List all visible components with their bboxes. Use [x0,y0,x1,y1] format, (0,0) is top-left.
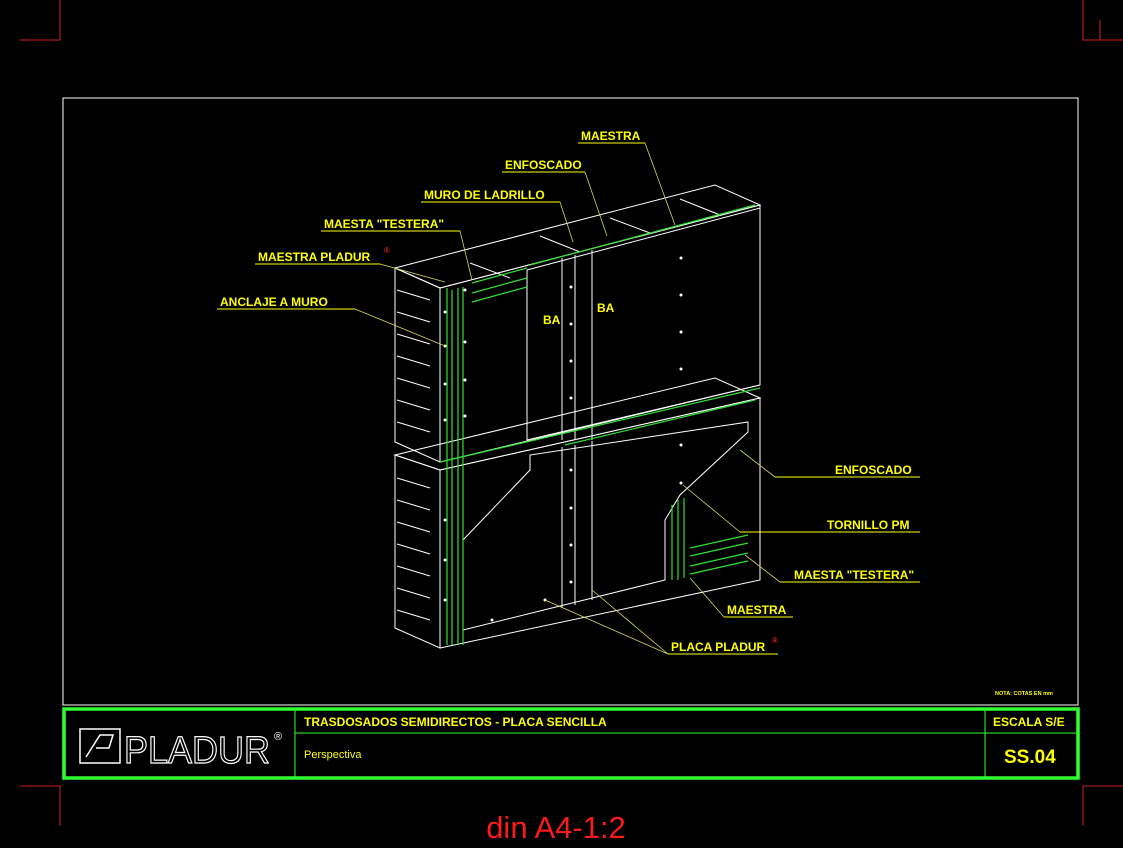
sheet-format-label: din A4-1:2 [486,810,626,845]
label-maestra-right: MAESTRA [727,603,787,617]
label-maesta-testera: MAESTA "TESTERA" [324,217,444,231]
sheet-corner-marks [20,0,1123,826]
label-placa-pladur: PLACA PLADUR [671,640,766,654]
svg-text:®: ® [274,731,282,743]
label-tornillo-pm: TORNILLO PM [827,518,909,532]
title-block: PLADUR ® TRASDOSADOS SEMIDIRECTOS - PLAC… [62,707,1080,780]
registered-mark: ® [772,636,778,645]
drawing-title: TRASDOSADOS SEMIDIRECTOS - PLACA SENCILL… [304,715,607,729]
registered-mark: ® [384,246,390,255]
plate-mark-ba: BA [597,301,615,315]
label-maestra-pladur: MAESTRA PLADUR [258,250,371,264]
screw-dots [443,256,683,622]
svg-text:PLADUR: PLADUR [124,730,270,772]
label-anclaje-a-muro: ANCLAJE A MURO [220,295,328,309]
sheet-number: SS.04 [1004,747,1056,768]
note-units: NOTA: COTAS EN mm [995,691,1053,697]
label-maesta-testera-right: MAESTA "TESTERA" [794,568,914,582]
label-maestra: MAESTRA [581,129,641,143]
drawing-subtitle: Perspectiva [304,749,362,761]
drawing-border [62,97,1079,706]
pladur-logo: PLADUR ® [79,728,282,773]
label-muro-de-ladrillo: MURO DE LADRILLO [424,188,545,202]
callouts-top: MAESTRA ENFOSCADO MURO DE LADRILLO MAEST… [217,129,676,347]
label-enfoscado: ENFOSCADO [505,158,582,172]
label-enfoscado-right: ENFOSCADO [835,463,912,477]
callouts-right: ENFOSCADO TORNILLO PM MAESTA "TESTERA" M… [544,449,920,655]
scale-label: ESCALA S/E [993,715,1065,729]
plate-mark-ba: BA [543,313,561,327]
wall-perspective: BA BA [393,184,762,649]
